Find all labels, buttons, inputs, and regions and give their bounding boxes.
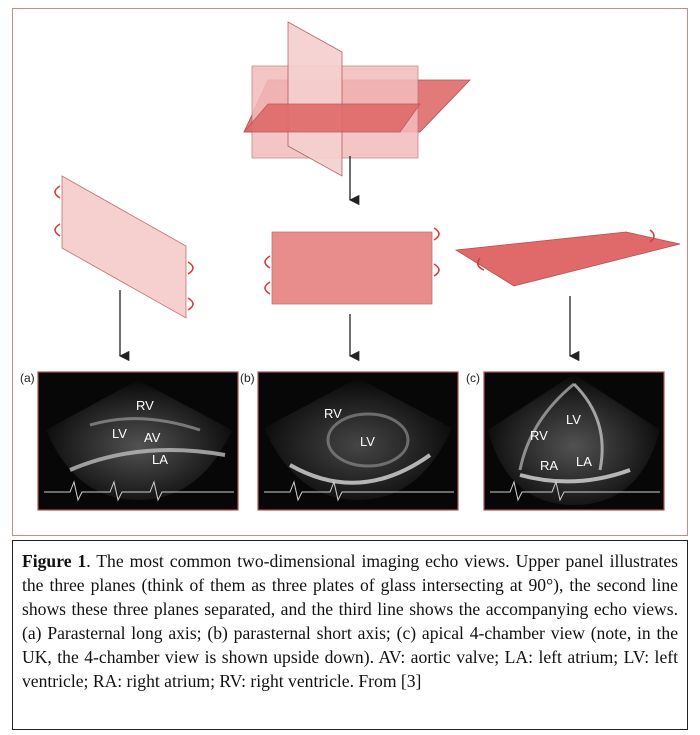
- panel-label: (b): [240, 371, 255, 385]
- horizontal-plane-separated: [454, 229, 681, 287]
- horizontal-plane-front: [243, 103, 421, 133]
- panel-label: (a): [20, 371, 35, 385]
- figure-caption: Figure 1. The most common two-dimensiona…: [22, 549, 678, 693]
- rotation-arrow-icon: [187, 297, 194, 311]
- echo-views-diagram: (a) RV LV AV LA (b) RV LV (c) LV RV RA L…: [20, 21, 681, 511]
- echo-label-la: LA: [576, 454, 592, 469]
- echo-panel-a: (a) RV LV AV LA: [20, 371, 239, 511]
- echo-panel-b: (b) RV LV: [240, 371, 459, 511]
- figure-frame: [12, 8, 688, 536]
- echo-label-ra: RA: [540, 458, 558, 473]
- echo-label-rv: RV: [530, 428, 548, 443]
- caption-text: . The most common two-dimensional imagin…: [22, 551, 678, 691]
- rotation-arrow-icon: [264, 281, 271, 295]
- echo-label-la: LA: [152, 452, 168, 467]
- rotation-arrow-icon: [476, 257, 485, 271]
- panel-label: (c): [466, 371, 480, 385]
- rotation-arrow-icon: [264, 255, 271, 269]
- echo-label-av: AV: [144, 430, 161, 445]
- echo-label-rv: RV: [136, 398, 154, 413]
- rotation-arrow-icon: [54, 223, 61, 237]
- echo-panel-c: (c) LV RV RA LA: [466, 371, 665, 511]
- caption-box: Figure 1. The most common two-dimensiona…: [12, 540, 688, 730]
- caption-figure-label: Figure 1: [22, 551, 87, 571]
- echo-label-lv: LV: [112, 426, 127, 441]
- rotation-arrow-icon: [433, 227, 440, 241]
- rotation-arrow-icon: [433, 263, 440, 277]
- echo-label-lv: LV: [566, 412, 581, 427]
- frontal-plane-separated: [264, 227, 440, 305]
- rotation-arrow-icon: [54, 185, 61, 199]
- intersecting-planes: [243, 21, 471, 177]
- sagittal-plane-separated: [54, 175, 194, 319]
- rotation-arrow-icon: [649, 229, 655, 243]
- rotation-arrow-icon: [187, 261, 194, 275]
- echo-label-rv: RV: [324, 406, 342, 421]
- echo-label-lv: LV: [360, 434, 375, 449]
